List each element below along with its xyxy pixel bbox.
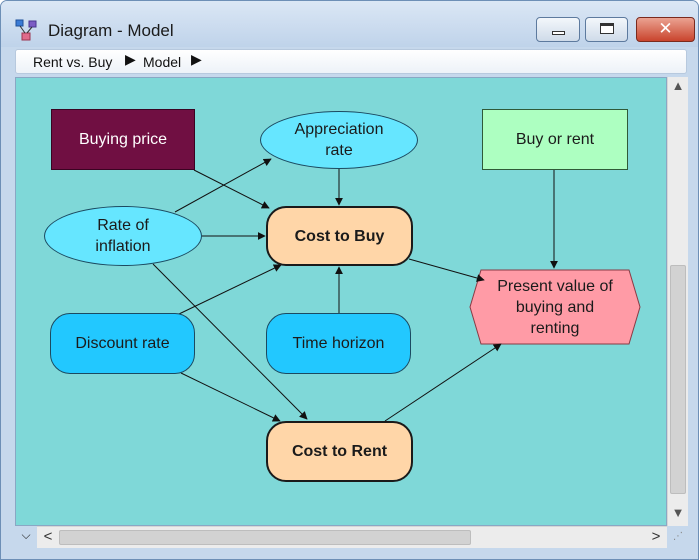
vertical-scrollbar[interactable]: ▲ ▼ [667, 77, 688, 526]
node-label: Cost to Buy [294, 227, 385, 245]
node-time-horizon[interactable]: Time horizon [266, 313, 411, 374]
node-discount-rate[interactable]: Discount rate [50, 313, 195, 374]
horizontal-scroll-thumb[interactable] [59, 530, 471, 545]
scroll-right-icon[interactable]: > [651, 528, 661, 545]
node-label: inflation [95, 238, 151, 255]
breadcrumb-item-model[interactable]: Model [143, 54, 182, 70]
node-label: Cost to Rent [291, 443, 388, 460]
node-label: Present value of [497, 277, 613, 295]
diagram-app-icon [15, 19, 37, 41]
node-buy-or-rent[interactable]: Buy or rent [482, 109, 628, 170]
scroll-left-icon[interactable]: < [43, 528, 53, 545]
vertical-scroll-thumb[interactable] [670, 265, 686, 494]
node-rate-of-inflation[interactable]: Rate of inflation [44, 206, 202, 266]
maximize-button[interactable] [585, 17, 628, 42]
node-label: renting [530, 319, 580, 337]
title-bar[interactable]: Diagram - Model ✕ [1, 1, 698, 47]
breadcrumb-separator-icon[interactable]: ▶ [191, 51, 202, 67]
node-label: buying and [515, 298, 595, 316]
node-present-value[interactable]: Present value of buying and renting [477, 269, 633, 345]
node-label: Time horizon [292, 335, 385, 352]
close-icon: ✕ [658, 19, 673, 38]
horizontal-scrollbar[interactable]: < > [37, 526, 667, 548]
present-value-hexagon-shape [469, 269, 641, 345]
node-buying-price[interactable]: Buying price [51, 109, 195, 170]
window-title: Diagram - Model [48, 21, 174, 40]
node-appreciation-rate[interactable]: Appreciation rate [260, 111, 418, 169]
close-button[interactable]: ✕ [636, 17, 695, 42]
breadcrumb-separator-icon[interactable]: ▶ [125, 51, 136, 67]
node-cost-to-rent[interactable]: Cost to Rent [266, 421, 413, 482]
zoom-dropdown-icon[interactable]: ⌵ [21, 528, 31, 542]
node-label: Discount rate [75, 335, 170, 352]
node-label: rate [325, 142, 353, 159]
maximize-icon [600, 23, 614, 34]
resize-grip-icon[interactable]: ⋰ [673, 531, 683, 542]
breadcrumb-item-rent-vs-buy[interactable]: Rent vs. Buy [33, 54, 113, 70]
node-cost-to-buy[interactable]: Cost to Buy [266, 206, 413, 266]
minimize-button[interactable] [536, 17, 580, 42]
breadcrumb: Rent vs. Buy ▶ Model ▶ [15, 49, 687, 74]
node-label: Rate of [97, 217, 149, 234]
scroll-up-icon[interactable]: ▲ [671, 78, 685, 93]
node-label: Buy or rent [515, 131, 595, 148]
scroll-down-icon[interactable]: ▼ [671, 505, 685, 520]
minimize-icon [552, 31, 565, 35]
node-label: Buying price [78, 131, 168, 148]
node-label: Appreciation [294, 121, 384, 138]
